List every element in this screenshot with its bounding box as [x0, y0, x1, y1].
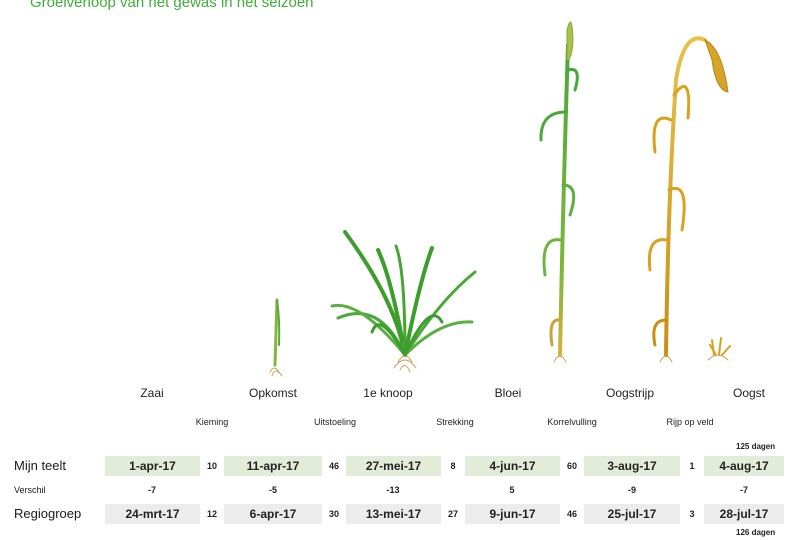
verschil-oogst: -7 — [739, 485, 748, 495]
mijn-teelt-gap-strekking: 8 — [450, 461, 456, 471]
stage-label-oogstrijp: Oogstrijp — [605, 386, 655, 400]
row-label-mijn-teelt: Mijn teelt — [14, 458, 67, 473]
mijn-teelt-date-zaai: 1-apr-17 — [105, 456, 200, 476]
seedling-plant-icon — [269, 298, 283, 377]
row-label-regiogroep: Regiogroep — [14, 506, 82, 521]
mijn-teelt-date-oogst: 4-aug-17 — [704, 456, 784, 476]
mijn-teelt-gap-korrelvulling: 60 — [566, 461, 577, 471]
transition-label-korrelvulling: Korrelvulling — [547, 417, 597, 427]
transition-label-rijp-op-veld: Rijp op veld — [666, 417, 714, 427]
tillering-plant-icon — [330, 230, 477, 373]
mijn-teelt-date-bloei: 4-jun-17 — [465, 456, 560, 476]
stage-label-oogst: Oogst — [732, 386, 766, 400]
transition-label-kieming: Kieming — [195, 417, 229, 427]
regiogroep-gap-kieming: 12 — [206, 509, 217, 519]
harvest-stubble-icon — [707, 337, 731, 361]
regiogroep-total-days: 126 dagen — [736, 528, 776, 537]
mijn-teelt-date-oogstrijp: 3-aug-17 — [584, 456, 680, 476]
regiogroep-gap-uitstoeling: 30 — [328, 509, 339, 519]
mijn-teelt-date-opkomst: 11-apr-17 — [224, 456, 322, 476]
row-label-verschil: Verschil — [14, 485, 46, 495]
regiogroep-gap-korrelvulling: 46 — [566, 509, 577, 519]
stage-label-1e-knoop: 1e knoop — [363, 386, 413, 400]
transition-label-strekking: Strekking — [436, 417, 474, 427]
regiogroep-date-opkomst: 6-apr-17 — [224, 504, 322, 524]
flowering-plant-icon — [539, 21, 579, 363]
regiogroep-gap-rijp-op-veld: 3 — [689, 509, 695, 519]
verschil-bloei: 5 — [509, 485, 515, 495]
verschil-oogstrijp: -9 — [627, 485, 636, 495]
mijn-teelt-total-days: 125 dagen — [736, 442, 776, 451]
stage-label-zaai: Zaai — [140, 386, 164, 400]
mijn-teelt-gap-uitstoeling: 46 — [328, 461, 339, 471]
stage-label-bloei: Bloei — [494, 386, 522, 400]
transition-label-uitstoeling: Uitstoeling — [313, 417, 357, 427]
regiogroep-date-1e-knoop: 13-mei-17 — [346, 504, 441, 524]
verschil-opkomst: -5 — [268, 485, 277, 495]
mijn-teelt-gap-kieming: 10 — [206, 461, 217, 471]
stage-label-opkomst: Opkomst — [248, 386, 298, 400]
regiogroep-date-bloei: 9-jun-17 — [465, 504, 560, 524]
mijn-teelt-gap-rijp-op-veld: 1 — [689, 461, 695, 471]
ripe-plant-icon — [647, 36, 729, 363]
regiogroep-gap-strekking: 27 — [447, 509, 458, 519]
verschil-zaai: -7 — [147, 485, 156, 495]
regiogroep-date-zaai: 24-mrt-17 — [105, 504, 200, 524]
regiogroep-date-oogstrijp: 25-jul-17 — [584, 504, 680, 524]
regiogroep-date-oogst: 28-jul-17 — [704, 504, 784, 524]
verschil-1e-knoop: -13 — [386, 485, 400, 495]
growth-stage-illustration — [269, 21, 731, 377]
chart-title: Groeiverloop van het gewas in het seizoe… — [30, 0, 314, 11]
mijn-teelt-date-1e-knoop: 27-mei-17 — [346, 456, 441, 476]
